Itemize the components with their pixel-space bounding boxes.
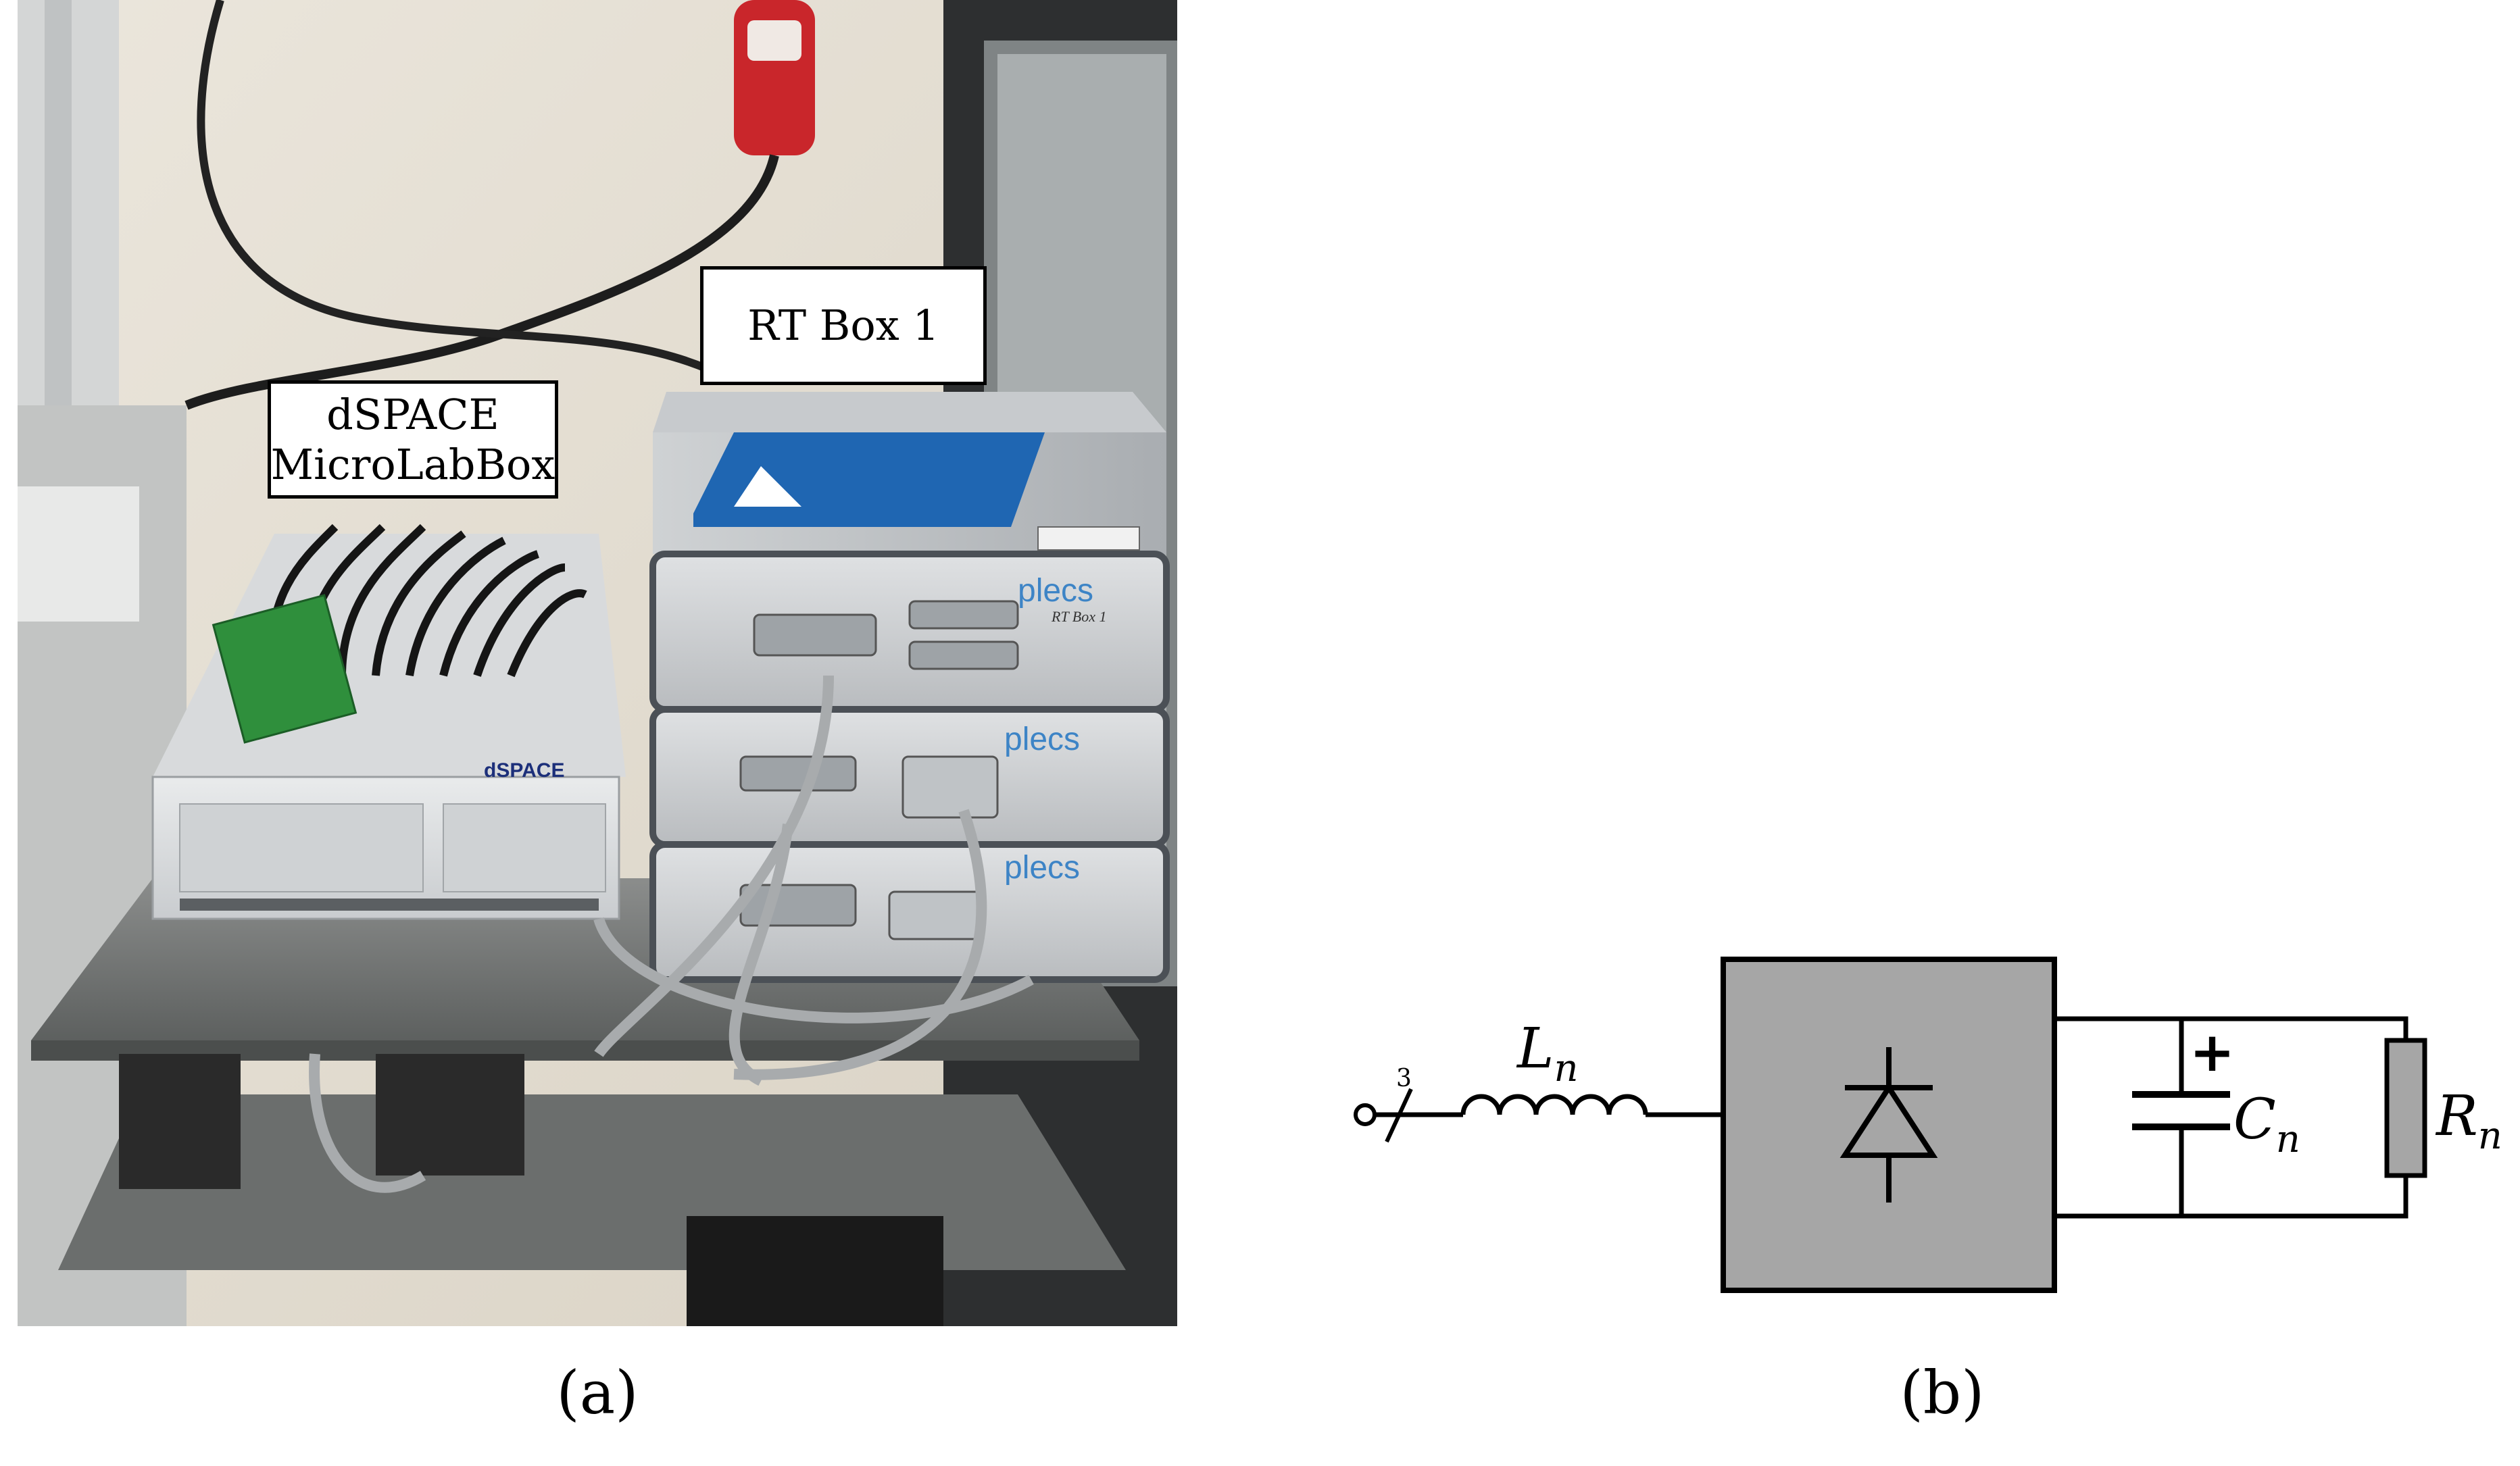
dspace-label-line1: dSPACE [326, 390, 499, 440]
rt-box-logo-panel [693, 432, 1045, 527]
dc-bus-negative [2054, 1176, 2408, 1219]
input-terminal [1354, 1103, 1377, 1126]
capacitor-symbol [2132, 1019, 2230, 1216]
terminal-board [212, 594, 357, 744]
inductor-symbol [1460, 1094, 1648, 1115]
phase-count-label: 3 [1396, 1065, 1412, 1092]
lab-setup-illustration: dSPACE plecs RT Box 1 plecs [18, 0, 1177, 1326]
rt-box-callout: RT Box 1 [700, 266, 987, 385]
plecs-brand-mark-3: plecs [1004, 850, 1080, 886]
dspace-callout: dSPACE MicroLabBox [268, 380, 558, 499]
plecs-model-mark-1: RT Box 1 [1051, 608, 1106, 625]
capacitor-label: Cn [2233, 1088, 2300, 1161]
resistor-label: Rn [2435, 1084, 2502, 1158]
plecs-brand-mark-1: plecs [1018, 573, 1093, 609]
lab-setup-photo: dSPACE plecs RT Box 1 plecs [18, 0, 1177, 1326]
grey-cables [309, 675, 1034, 1193]
phase-slash [1385, 1088, 1413, 1143]
rectifier-schematic: 3 Ln + Cn Rn [1354, 957, 2502, 1293]
dc-bus-positive [2054, 1016, 2408, 1040]
dspace-brand-mark: dSPACE [484, 759, 564, 782]
resistor-symbol [2384, 1038, 2427, 1178]
diode-icon [1839, 1047, 1938, 1203]
inductor-label: Ln [1516, 1017, 1579, 1090]
dspace-label-line2: MicroLabBox [270, 439, 555, 489]
capacitor-polarity: + [2190, 1021, 2235, 1084]
rt-box-label: RT Box 1 [747, 301, 939, 351]
panel-a-caption: (a) [556, 1358, 639, 1427]
panel-b-caption: (b) [1900, 1358, 1985, 1427]
plecs-brand-mark-2: plecs [1004, 722, 1080, 757]
